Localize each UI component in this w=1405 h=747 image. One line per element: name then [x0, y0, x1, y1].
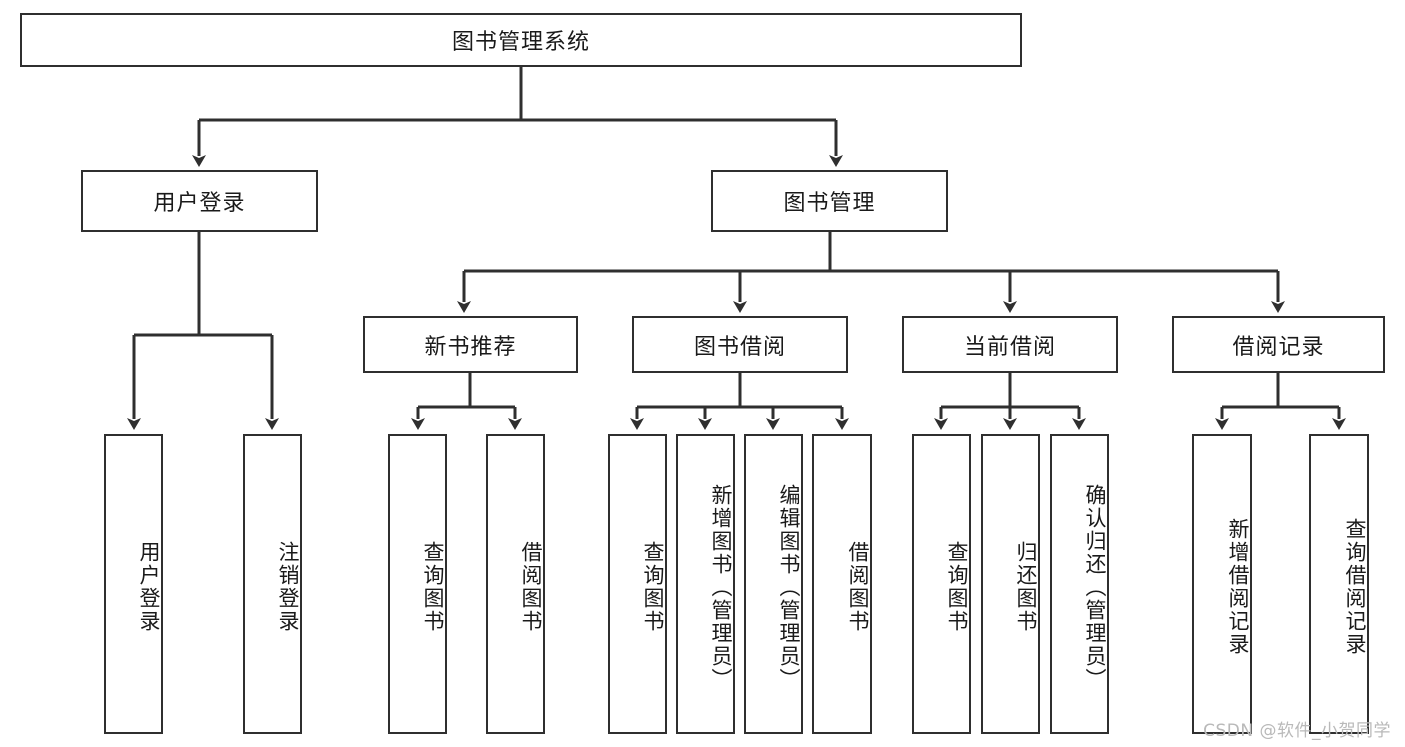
node-leaf-user-login[interactable]: 用户登录 — [104, 434, 163, 734]
node-leaf-query-book-borrow[interactable]: 查询图书 — [608, 434, 667, 734]
node-label: 图书管理系统 — [451, 30, 590, 55]
node-label: 借阅记录 — [1232, 334, 1325, 360]
node-label: 新书推荐 — [424, 334, 517, 360]
node-label: 新增借阅记录 — [1226, 518, 1250, 656]
csdn-watermark: CSDN @软件_小贺同学 — [1203, 721, 1391, 741]
node-leaf-user-logout[interactable]: 注销登录 — [243, 434, 302, 734]
node-label: 查询图书 — [641, 541, 665, 633]
node-label: 用户登录 — [137, 541, 161, 633]
node-leaf-edit-book-admin[interactable]: 编辑图书（管理员） — [744, 434, 803, 734]
node-label: 当前借阅 — [963, 334, 1056, 360]
node-new-book-recommend[interactable]: 新书推荐 — [363, 316, 578, 373]
node-leaf-borrow-book[interactable]: 借阅图书 — [812, 434, 872, 734]
node-leaf-confirm-return-admin[interactable]: 确认归还（管理员） — [1050, 434, 1109, 734]
node-label: 归还图书 — [1014, 541, 1038, 633]
node-leaf-query-book-current[interactable]: 查询图书 — [912, 434, 971, 734]
node-label: 用户登录 — [153, 191, 246, 216]
node-leaf-add-borrow-record[interactable]: 新增借阅记录 — [1192, 434, 1252, 734]
node-label: 查询图书 — [421, 541, 445, 633]
node-label: 借阅图书 — [519, 541, 543, 633]
node-label: 图书借阅 — [693, 334, 786, 360]
node-leaf-query-book-recommend[interactable]: 查询图书 — [388, 434, 447, 734]
node-user-login[interactable]: 用户登录 — [81, 170, 318, 232]
node-leaf-return-book[interactable]: 归还图书 — [981, 434, 1040, 734]
node-root-book-management-system[interactable]: 图书管理系统 — [20, 13, 1022, 67]
node-label: 确认归还（管理员） — [1083, 483, 1107, 691]
node-label: 查询借阅记录 — [1343, 518, 1367, 656]
node-leaf-add-book-admin[interactable]: 新增图书（管理员） — [676, 434, 735, 734]
node-label: 图书管理 — [783, 191, 876, 216]
node-leaf-borrow-book-recommend[interactable]: 借阅图书 — [486, 434, 545, 734]
node-current-borrow[interactable]: 当前借阅 — [902, 316, 1118, 373]
node-label: 借阅图书 — [846, 541, 870, 633]
node-book-management[interactable]: 图书管理 — [711, 170, 948, 232]
node-label: 编辑图书（管理员） — [777, 483, 801, 691]
node-leaf-query-borrow-record[interactable]: 查询借阅记录 — [1309, 434, 1369, 734]
node-borrow-record[interactable]: 借阅记录 — [1172, 316, 1385, 373]
node-book-borrow[interactable]: 图书借阅 — [632, 316, 848, 373]
node-label: 新增图书（管理员） — [709, 483, 733, 691]
node-label: 注销登录 — [276, 541, 300, 633]
node-label: 查询图书 — [945, 541, 969, 633]
